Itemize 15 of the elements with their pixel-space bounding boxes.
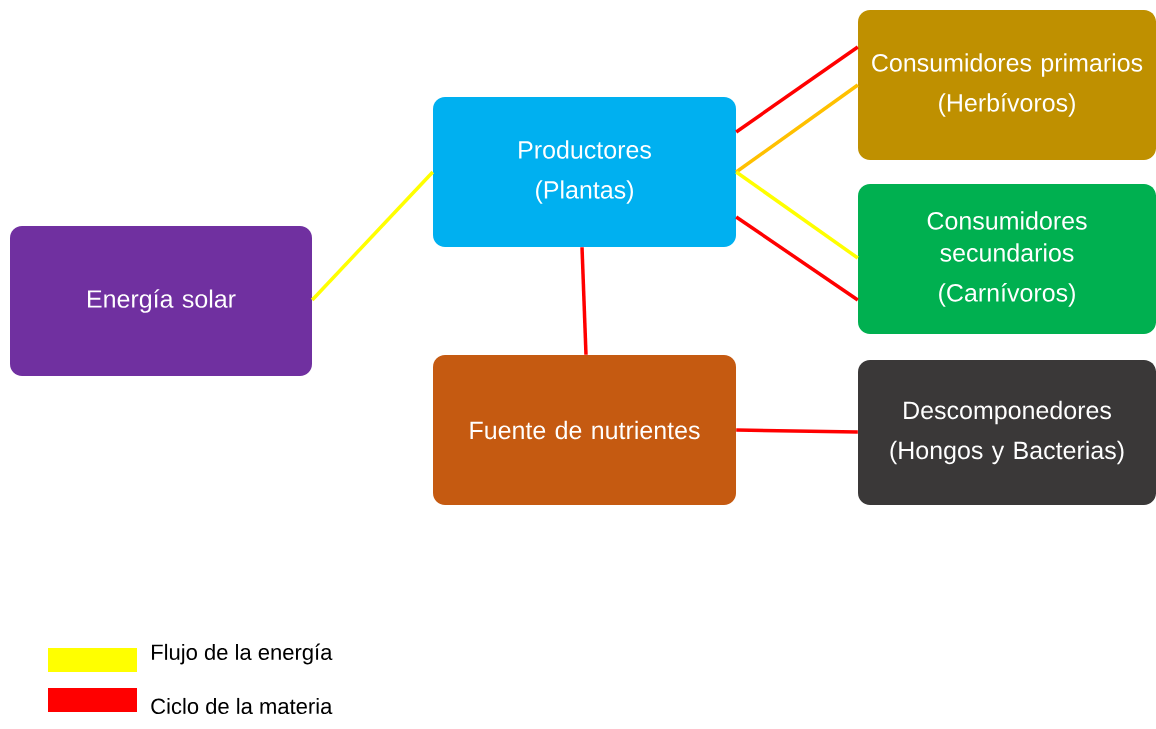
connector-line: [735, 45, 859, 134]
connector-line: [735, 215, 859, 302]
process-box: Descomponedores (Hongos y Bacterias): [858, 360, 1156, 505]
connector-line: [735, 170, 859, 260]
legend-label: Ciclo de la materia: [151, 697, 333, 715]
process-box: Fuente de nutrientes: [433, 355, 736, 505]
connector-line: [736, 428, 858, 434]
connector-line: [735, 83, 859, 174]
process-box: Consumidores primarios (Herbívoros): [858, 10, 1156, 160]
process-box: Energía solar: [10, 226, 312, 376]
connector-line: [310, 170, 435, 302]
process-box: Productores (Plantas): [433, 97, 736, 247]
connector-line: [580, 247, 588, 355]
process-box: Consumidores secundarios (Carnívoros): [858, 184, 1156, 334]
legend-label: Flujo de la energía: [152, 643, 333, 665]
